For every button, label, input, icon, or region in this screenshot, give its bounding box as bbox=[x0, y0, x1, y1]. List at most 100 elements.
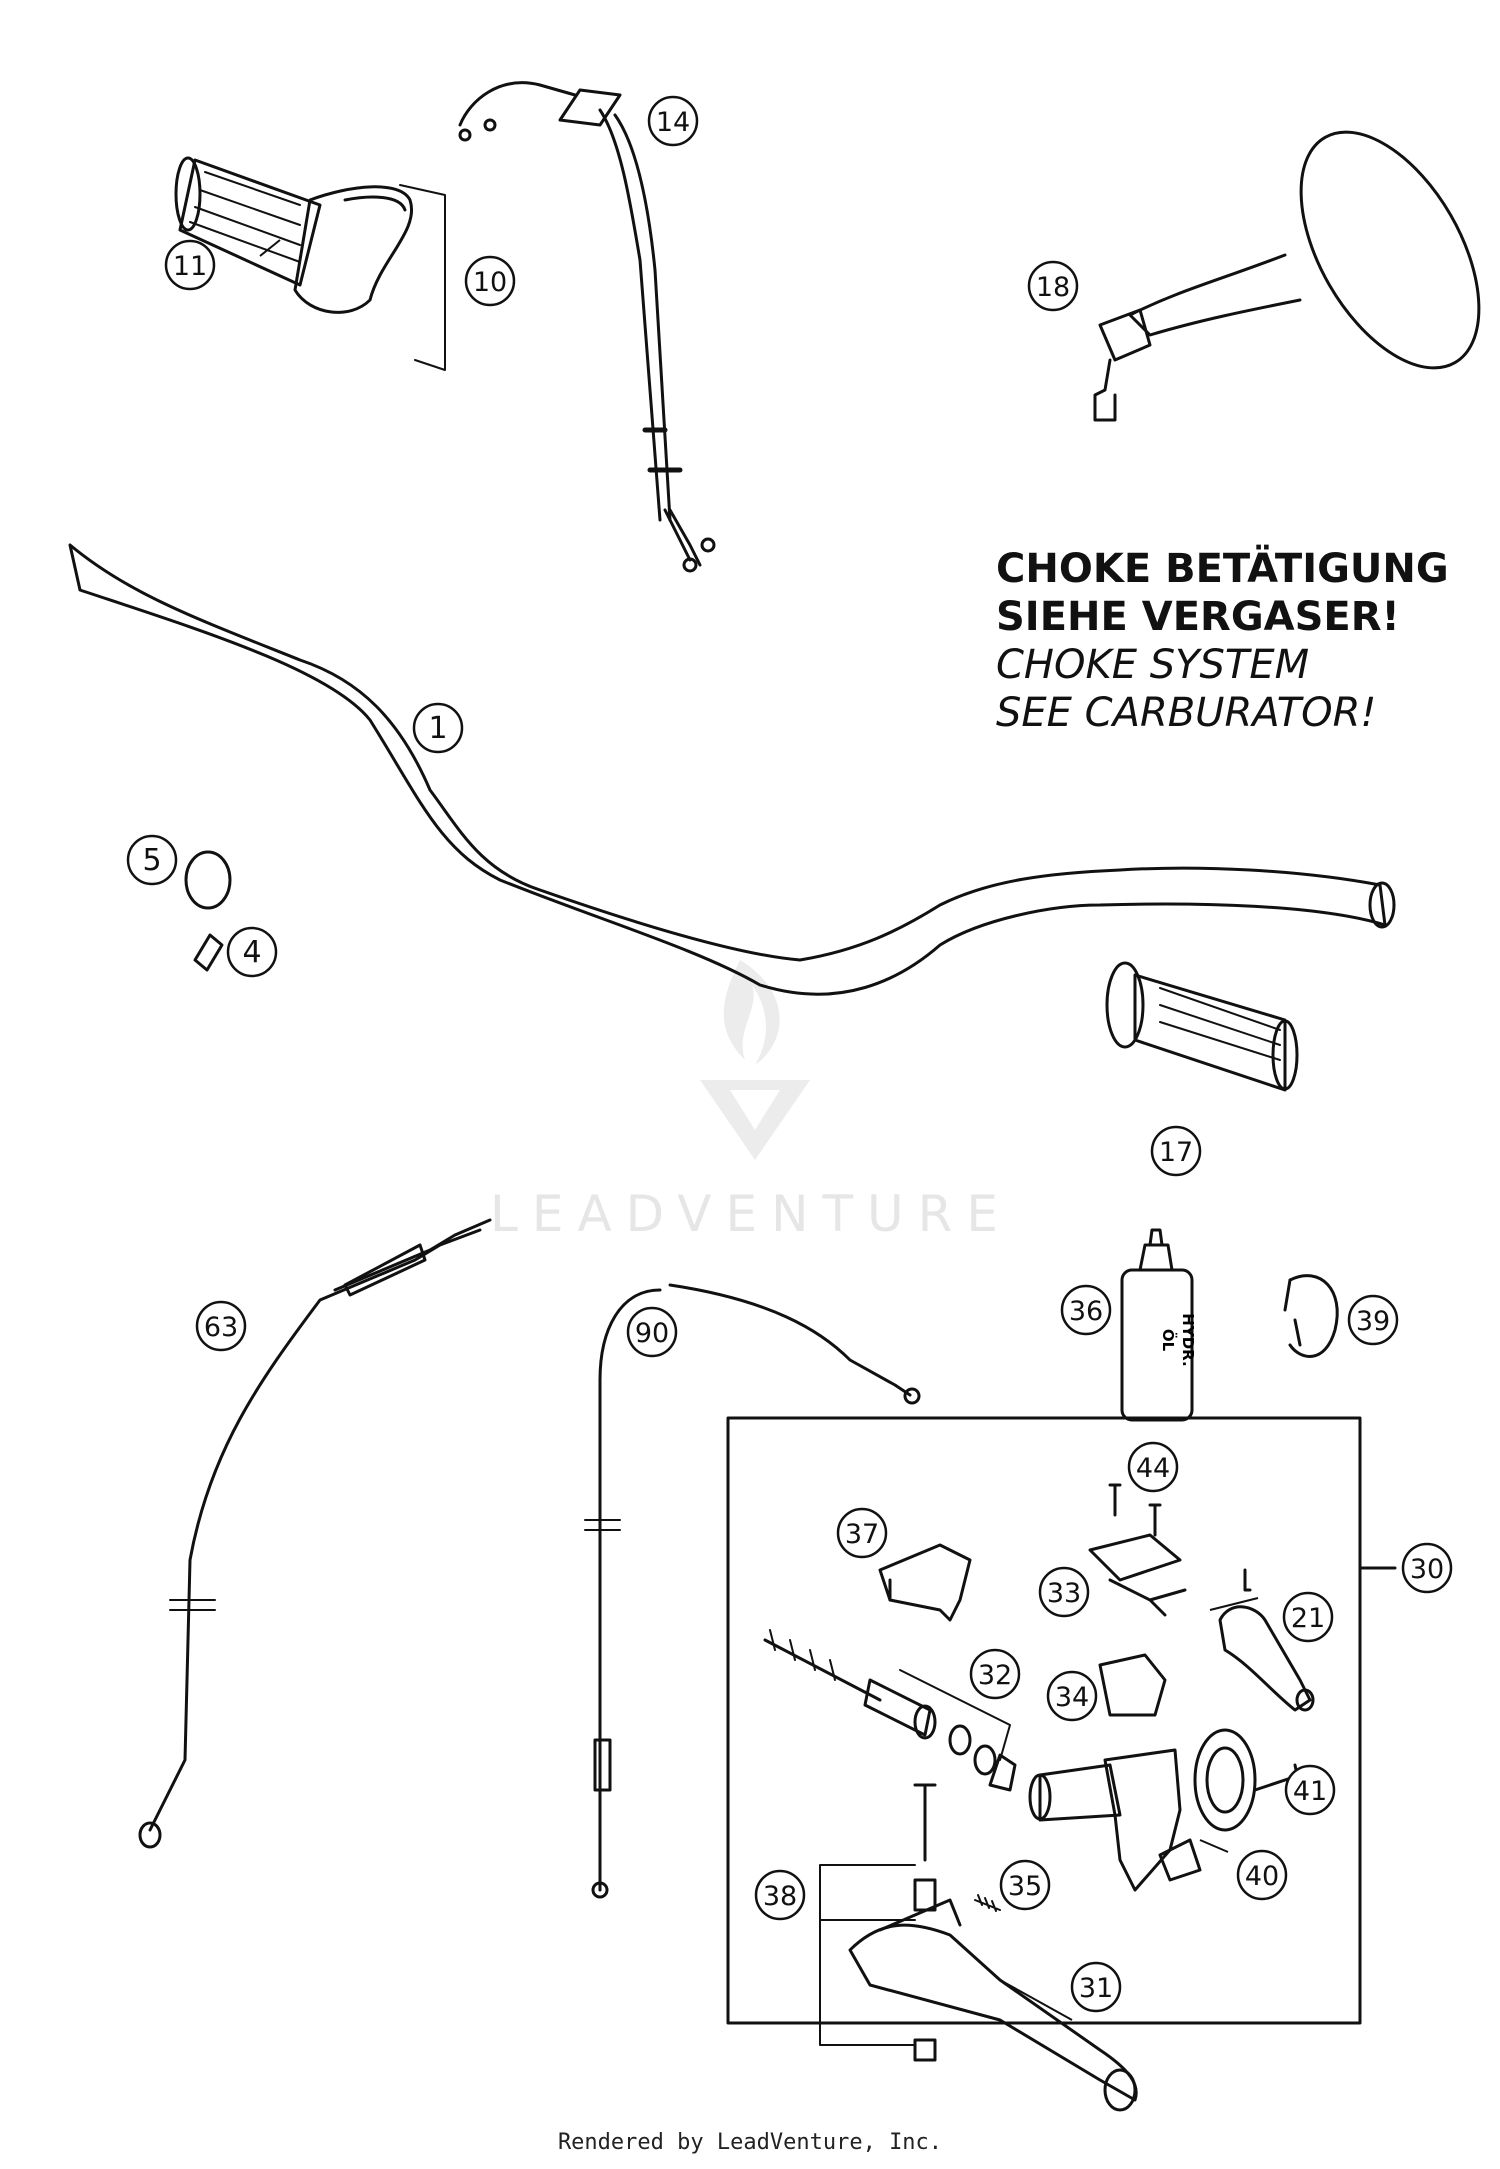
callout-circle bbox=[1060, 1284, 1112, 1336]
pivot-bolt-set bbox=[819, 1783, 937, 2062]
throttle-cables bbox=[458, 81, 716, 573]
callout-circle bbox=[836, 1507, 888, 1559]
brake-master-cylinder-box bbox=[726, 1416, 1397, 2025]
callout-number: 33 bbox=[1047, 1578, 1081, 1609]
callout-36: 36 bbox=[1060, 1284, 1112, 1336]
callout-11: 11 bbox=[164, 239, 216, 291]
callout-number: 31 bbox=[1079, 1973, 1113, 2004]
callout-21: 21 bbox=[1282, 1591, 1334, 1643]
throttle-grip-assembly bbox=[174, 156, 446, 371]
master-cylinder-body bbox=[1028, 1728, 1257, 1892]
diaphragm bbox=[1098, 1653, 1167, 1717]
callout-38: 38 bbox=[754, 1869, 806, 1921]
footer-credit: Rendered by LeadVenture, Inc. bbox=[557, 2130, 943, 2155]
callout-1: 1 bbox=[412, 702, 464, 754]
callout-circle bbox=[164, 239, 216, 291]
callout-number: 36 bbox=[1069, 1296, 1103, 1327]
clutch-cable bbox=[584, 1283, 921, 1899]
callout-number: 35 bbox=[1008, 1871, 1042, 1902]
callout-number: 40 bbox=[1245, 1861, 1279, 1892]
callout-30: 30 bbox=[1401, 1542, 1453, 1594]
callout-44: 44 bbox=[1127, 1441, 1179, 1493]
callout-39: 39 bbox=[1347, 1294, 1399, 1346]
circlip-and-sleeve bbox=[184, 850, 232, 972]
callout-circle bbox=[126, 834, 178, 886]
callout-4: 4 bbox=[226, 926, 278, 978]
callout-5: 5 bbox=[126, 834, 178, 886]
left-grip bbox=[1105, 961, 1299, 1092]
bottle-label-line-2: ÖL bbox=[1159, 1328, 1178, 1352]
callout-circle bbox=[1347, 1294, 1399, 1346]
hydraulic-line bbox=[138, 1218, 492, 1849]
callout-circle bbox=[1046, 1670, 1098, 1722]
bottle-label: HYDR. ÖL bbox=[1158, 1305, 1198, 1375]
leader-lines bbox=[259, 239, 1259, 2021]
note-line-2: SIEHE VERGASER! bbox=[996, 594, 1400, 640]
callout-number: 41 bbox=[1293, 1776, 1327, 1807]
callout-number: 21 bbox=[1291, 1603, 1325, 1634]
callout-circle bbox=[969, 1648, 1021, 1700]
watermark-logo bbox=[700, 960, 810, 1160]
callout-circle bbox=[626, 1306, 678, 1358]
callout-34: 34 bbox=[1046, 1670, 1098, 1722]
callout-40: 40 bbox=[1236, 1849, 1288, 1901]
callout-circle bbox=[1070, 1961, 1122, 2013]
callout-number: 14 bbox=[656, 107, 690, 138]
bottle-label-line-1: HYDR. bbox=[1179, 1313, 1197, 1367]
callout-number: 10 bbox=[473, 267, 507, 298]
callout-circle bbox=[226, 926, 278, 978]
callout-63: 63 bbox=[195, 1300, 247, 1352]
callout-number: 34 bbox=[1055, 1682, 1089, 1713]
callout-circle bbox=[464, 255, 516, 307]
callout-31: 31 bbox=[1070, 1961, 1122, 2013]
handlebar bbox=[68, 543, 1396, 996]
note-line-3: CHOKE SYSTEM bbox=[996, 642, 1310, 688]
mirror bbox=[1093, 130, 1481, 422]
clamp bbox=[1283, 1274, 1339, 1358]
callout-circle bbox=[647, 95, 699, 147]
callout-number: 63 bbox=[204, 1312, 238, 1343]
callout-14: 14 bbox=[647, 95, 699, 147]
note-line-1: CHOKE BETÄTIGUNG bbox=[996, 546, 1449, 592]
callout-number: 37 bbox=[845, 1519, 879, 1550]
watermark-text: LEADVENTURE bbox=[490, 1185, 1012, 1243]
callout-18: 18 bbox=[1027, 260, 1079, 312]
callout-number: 38 bbox=[763, 1881, 797, 1912]
reservoir-cover bbox=[1088, 1533, 1187, 1617]
callout-circle bbox=[1038, 1566, 1090, 1618]
callout-37: 37 bbox=[836, 1507, 888, 1559]
callout-circle bbox=[1284, 1764, 1336, 1816]
callout-number: 4 bbox=[242, 935, 261, 970]
callout-number: 39 bbox=[1356, 1306, 1390, 1337]
choke-note: CHOKE BETÄTIGUNG SIEHE VERGASER! CHOKE S… bbox=[996, 545, 1449, 737]
callout-17: 17 bbox=[1150, 1125, 1202, 1177]
oil-bottle bbox=[1120, 1228, 1194, 1422]
note-line-4: SEE CARBURATOR! bbox=[996, 690, 1377, 736]
callout-number: 11 bbox=[173, 251, 207, 282]
callout-circle bbox=[1236, 1849, 1288, 1901]
callout-number: 30 bbox=[1410, 1554, 1444, 1585]
screws bbox=[1108, 1483, 1162, 1537]
return-spring bbox=[974, 1894, 1001, 1912]
callout-number: 90 bbox=[635, 1318, 669, 1349]
callout-circle bbox=[999, 1859, 1051, 1911]
callout-circle bbox=[195, 1300, 247, 1352]
callouts: 1451011141718213031323334353637383940414… bbox=[126, 95, 1453, 2013]
callout-circle bbox=[412, 702, 464, 754]
callout-circle bbox=[1027, 260, 1079, 312]
callout-circle bbox=[1401, 1542, 1453, 1594]
callout-number: 17 bbox=[1159, 1137, 1193, 1168]
callout-90: 90 bbox=[626, 1306, 678, 1358]
callout-number: 18 bbox=[1036, 272, 1070, 303]
callout-number: 1 bbox=[428, 711, 447, 746]
pivot-lever bbox=[1218, 1568, 1315, 1712]
callout-circle bbox=[1282, 1591, 1334, 1643]
brake-lever bbox=[848, 1898, 1138, 2112]
callout-33: 33 bbox=[1038, 1566, 1090, 1618]
callout-circle bbox=[1150, 1125, 1202, 1177]
callout-number: 44 bbox=[1136, 1453, 1170, 1484]
callout-circle bbox=[1127, 1441, 1179, 1493]
callout-41: 41 bbox=[1284, 1764, 1336, 1816]
